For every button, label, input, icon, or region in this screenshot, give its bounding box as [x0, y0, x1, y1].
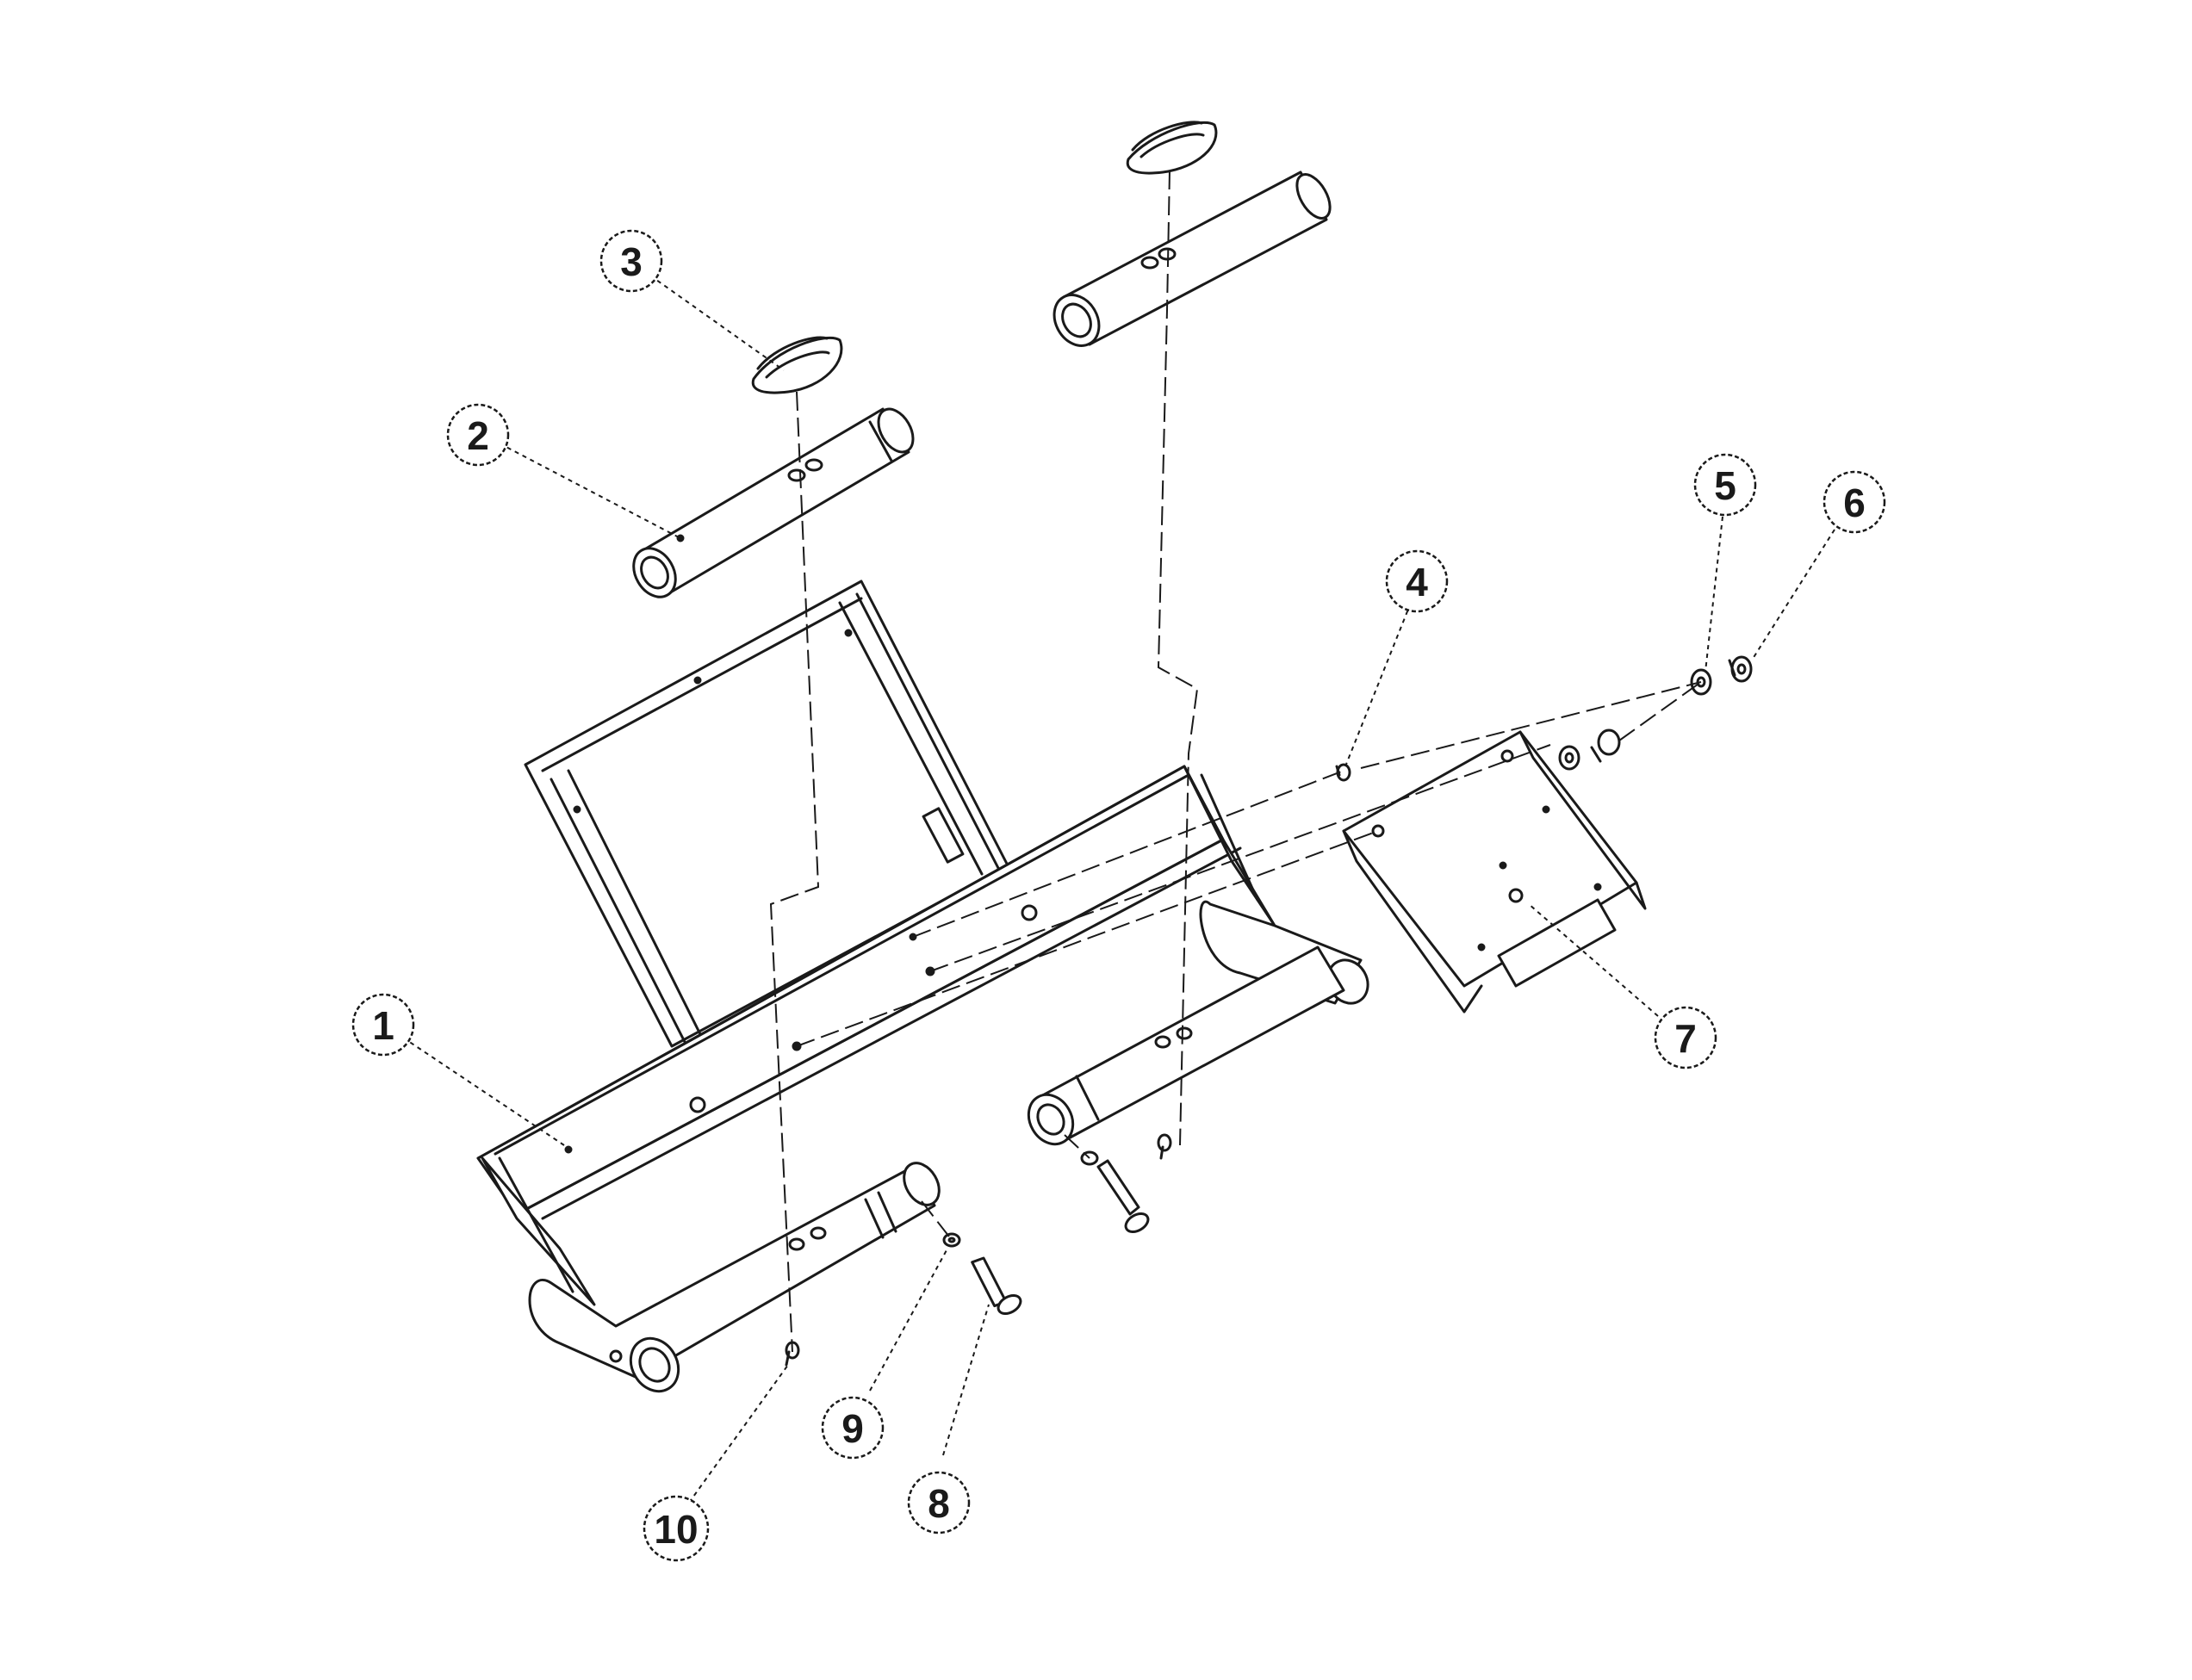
washer-9	[942, 1232, 961, 1248]
screw-right-foot	[1157, 1133, 1172, 1160]
bolt-8	[971, 1256, 1022, 1315]
right-foot-tube	[1027, 900, 1369, 1146]
bracket-plate	[1342, 730, 1647, 1014]
leader-lines	[402, 275, 1835, 1503]
callout-7-number: 7	[1674, 1016, 1697, 1061]
assembly-lines	[769, 170, 1702, 1353]
bolt-right-foot	[1080, 1150, 1150, 1233]
left-hand-grip	[751, 336, 843, 394]
callout-8-number: 8	[928, 1481, 950, 1526]
callout-9: 9	[821, 1396, 885, 1460]
cap-nut-6	[1728, 655, 1753, 683]
callout-8: 8	[907, 1471, 971, 1534]
callout-5-number: 5	[1714, 463, 1736, 508]
callout-1-number: 1	[372, 1003, 394, 1048]
right-handle-tube	[1053, 170, 1332, 347]
right-hand-grip	[1126, 121, 1218, 175]
callout-3: 3	[599, 229, 663, 293]
callout-4-number: 4	[1406, 560, 1428, 604]
callout-9-number: 9	[841, 1406, 864, 1451]
callout-3-number: 3	[620, 239, 643, 284]
callout-7: 7	[1654, 1006, 1717, 1069]
left-foot-tube	[528, 1162, 941, 1393]
callout-10: 10	[643, 1495, 710, 1562]
washer-nut-pair	[1558, 728, 1621, 771]
callout-2-number: 2	[467, 413, 489, 458]
callout-4: 4	[1385, 549, 1449, 613]
callout-5: 5	[1693, 453, 1757, 517]
callout-10-number: 10	[654, 1507, 698, 1552]
callout-1: 1	[351, 993, 415, 1057]
left-handle-tube	[632, 407, 915, 598]
callout-2: 2	[446, 403, 510, 467]
main-frame	[476, 765, 1276, 1306]
callout-6: 6	[1823, 470, 1886, 534]
callout-6-number: 6	[1843, 480, 1866, 525]
